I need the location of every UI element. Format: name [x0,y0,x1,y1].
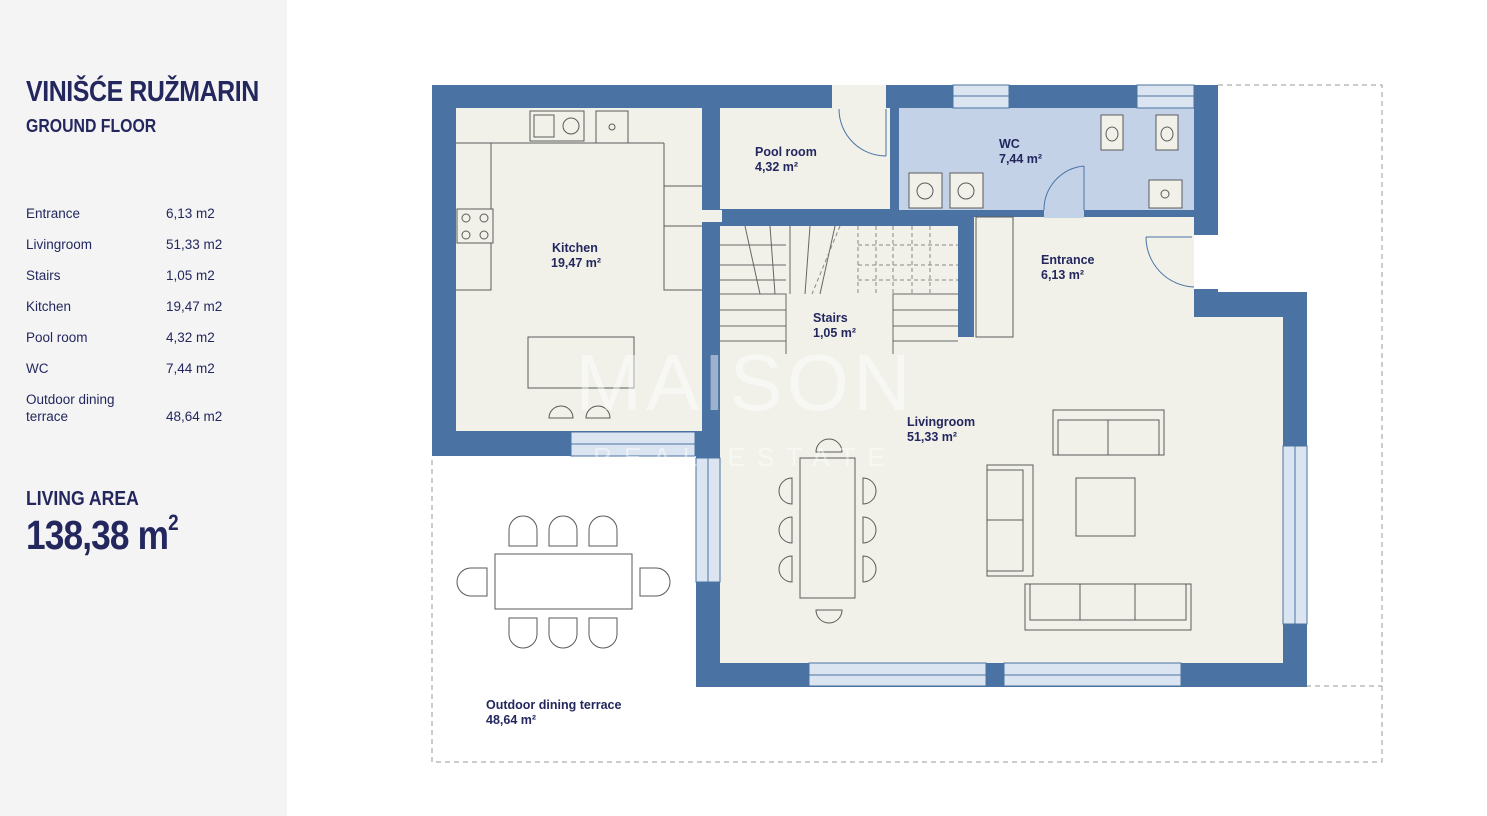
room-labels: Kitchen 19,47 m² Pool room 4,32 m² WC 7,… [486,137,1095,727]
floor-title: GROUND FLOOR [26,116,157,136]
stairs-label: Stairs [813,311,848,325]
wc-area: 7,44 m² [999,152,1042,166]
area-row-entrance: Entrance 6,13 m2 [26,205,266,236]
livingroom-label: Livingroom [907,415,975,429]
living-area-value: 138,38 m2 [26,510,179,559]
watermark-tagline: REAL ESTATE [593,442,896,472]
entrance-label: Entrance [1041,253,1095,267]
livingroom-area: 51,33 m² [907,430,957,444]
door-swings [838,108,1195,288]
wc-floor [899,108,1194,210]
area-value: 4,32 m2 [166,330,215,345]
coffee-table [1075,477,1136,537]
openings [702,85,1218,289]
kitchen-area: 19,47 m² [551,256,601,270]
wc-fixtures [908,114,1183,209]
area-value: 51,33 m2 [166,237,223,252]
kitchen-label: Kitchen [552,241,598,255]
stairs-floor [720,226,958,354]
terrace-area: 48,64 m² [486,713,536,727]
area-row-stairs: Stairs 1,05 m2 [26,267,266,298]
hob-icon [456,208,494,244]
terrace-furniture [456,515,671,649]
area-row-wc: WC 7,44 m2 [26,360,266,391]
area-value: 6,13 m2 [166,206,215,221]
pool-room-floor [720,108,890,209]
area-name: Pool room [26,330,88,345]
area-name: Livingroom [26,237,93,252]
area-value: 7,44 m2 [166,361,215,376]
kitchen-island [527,336,635,389]
kitchen-stool-1 [548,405,574,419]
terrace-table [494,553,633,610]
terrace-label: Outdoor dining terrace [486,698,621,712]
living-area-unit: 2 [168,510,179,536]
staircase [720,225,958,354]
entrance-wardrobe [975,216,1014,338]
stairs-area: 1,05 m² [813,326,856,340]
area-row-kitchen: Kitchen 19,47 m2 [26,298,266,329]
kitchen-stool-2 [585,405,611,419]
wc-label: WC [999,137,1020,151]
area-name: WC [26,361,49,376]
area-row-pool-room: Pool room 4,32 m2 [26,329,266,360]
area-name: Entrance [26,206,81,221]
dining-table [799,457,856,599]
kitchen-furniture [456,110,702,419]
area-row-livingroom: Livingroom 51,33 m2 [26,236,266,267]
living-furniture [778,409,1192,631]
area-name: Outdoor dining terrace [26,392,115,424]
area-value: 48,64 m2 [166,409,223,424]
entrance-area: 6,13 m² [1041,268,1084,282]
sidebar: VINIŠĆE RUŽMARIN GROUND FLOOR Entrance 6… [0,0,287,816]
pool-room-area: 4,32 m² [755,160,798,174]
project-title: VINIŠĆE RUŽMARIN [26,76,259,108]
area-row-terrace: Outdoor dining terrace 48,64 m2 [26,391,266,425]
area-value: 1,05 m2 [166,268,215,283]
living-area-number: 138,38 m [26,512,169,558]
area-value: 19,47 m2 [166,299,223,314]
area-name: Kitchen [26,299,72,314]
area-name: Stairs [26,268,61,283]
area-table: Entrance 6,13 m2 Livingroom 51,33 m2 Sta… [26,205,266,425]
terrace-outline [431,84,1383,763]
pool-room-label: Pool room [755,145,817,159]
watermark-brand: MAISON [575,338,915,427]
living-area-label: LIVING AREA [26,488,139,510]
watermark: MAISON REAL ESTATE [575,338,915,472]
